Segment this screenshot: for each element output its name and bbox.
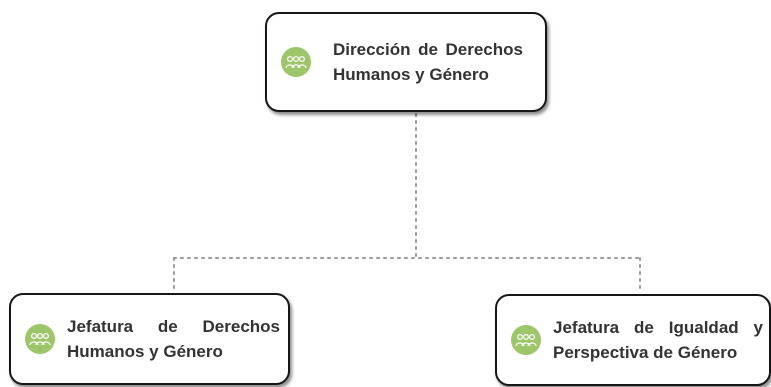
people-group-icon	[25, 324, 55, 354]
node-jefatura-igualdad[interactable]: Jefatura de Igualdad y Perspectiva de Gé…	[495, 294, 771, 386]
node-direccion[interactable]: Dirección de Derechos Humanos y Género	[265, 12, 547, 112]
node-label: Jefatura de Derechos Humanos y Género	[67, 317, 280, 361]
node-label: Jefatura de Igualdad y Perspectiva de Gé…	[553, 318, 763, 362]
node-jefatura-derechos-humanos[interactable]: Jefatura de Derechos Humanos y Género	[9, 293, 290, 385]
people-group-icon	[281, 47, 311, 77]
node-label: Dirección de Derechos Humanos y Género	[333, 40, 523, 84]
people-group-icon	[511, 325, 541, 355]
